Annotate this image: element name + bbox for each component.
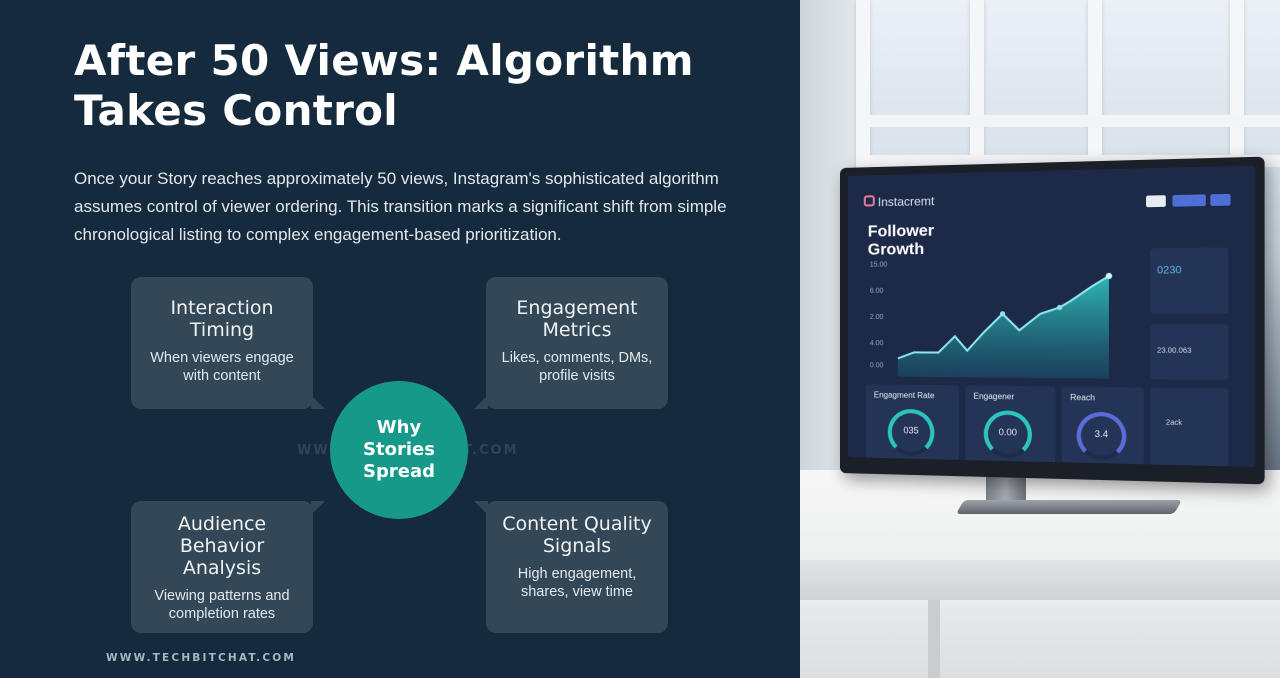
- window-frame: [870, 115, 1280, 127]
- card-title: Audience Behavior Analysis: [177, 513, 267, 579]
- card-title: Engagement Metrics: [516, 297, 638, 341]
- card-description: High engagement, shares, view time: [517, 566, 637, 600]
- y-tick: 2.00: [869, 313, 884, 322]
- metric-label: Engagener: [973, 391, 1015, 402]
- center-hub-label: Why Stories Spread: [363, 417, 435, 482]
- y-tick: 0.00: [869, 362, 884, 370]
- stat-value: 23.00.063: [1157, 347, 1192, 356]
- gauge-value: 035: [903, 425, 919, 436]
- y-tick: 15.00: [869, 261, 888, 269]
- card-pointer: [311, 395, 325, 409]
- gauge: 3.4: [1076, 411, 1127, 461]
- card-pointer: [474, 501, 488, 515]
- header-button: [1146, 195, 1166, 208]
- chart-area: [897, 275, 1109, 379]
- intro-line-3: chronological listing to complex engagem…: [74, 225, 562, 244]
- growth-chart: [894, 244, 1135, 379]
- stat-value: 0230: [1157, 264, 1182, 277]
- chart-point: [1056, 304, 1063, 311]
- intro-line-2: assumes control of viewer ordering. This…: [74, 197, 727, 216]
- card-description: Viewing patterns and completion rates: [154, 588, 290, 622]
- card-engagement-metrics: Engagement Metrics Likes, comments, DMs,…: [474, 277, 668, 409]
- intro-line-1: Once your Story reaches approximately 50…: [74, 169, 719, 188]
- y-tick: 4.00: [869, 340, 884, 348]
- page-title: After 50 Views: Algorithm Takes Control: [74, 36, 754, 136]
- gauge-value: 3.4: [1094, 428, 1109, 440]
- card-pointer: [474, 395, 488, 409]
- page-title-line-2: Takes Control: [74, 86, 399, 135]
- gauge-value: 0.00: [998, 426, 1017, 438]
- monitor-base: [955, 500, 1183, 514]
- card-content-quality: Content Quality Signals High engagement,…: [474, 501, 668, 633]
- metric-label: Reach: [1070, 392, 1096, 403]
- metric-card: Reach 3.4: [1061, 386, 1144, 466]
- card-title: Interaction Timing: [170, 297, 274, 341]
- chart-point: [1105, 272, 1113, 280]
- card-title: Content Quality Signals: [502, 513, 652, 557]
- card-description: When viewers engage with content: [150, 350, 294, 384]
- header-button: [1210, 193, 1231, 206]
- app-name: Instacremt: [877, 193, 935, 210]
- metric-card: Engagment Rate 035: [865, 384, 959, 461]
- card-description: Likes, comments, DMs, profile visits: [501, 350, 653, 384]
- y-tick: 6.00: [869, 287, 884, 295]
- metric-value: 2ack: [1165, 419, 1183, 428]
- gauge: 035: [887, 408, 935, 457]
- office-photo: Instacremt Follower Growth 15.00 6.00 2.…: [800, 0, 1280, 678]
- site-url: WWW.TECHBITCHAT.COM: [106, 652, 297, 664]
- monitor: Instacremt Follower Growth 15.00 6.00 2.…: [840, 156, 1265, 485]
- card-audience-behavior: Audience Behavior Analysis Viewing patte…: [131, 501, 325, 633]
- dashboard-screen: Instacremt Follower Growth 15.00 6.00 2.…: [847, 165, 1256, 467]
- metric-label: Engagment Rate: [873, 390, 935, 401]
- header-button: [1172, 194, 1206, 207]
- metric-card: 2ack: [1150, 387, 1229, 467]
- desk-edge: [800, 560, 1280, 600]
- camera-icon: [863, 195, 875, 207]
- metric-card: Engagener 0.00: [965, 385, 1056, 464]
- chart-point: [999, 311, 1006, 317]
- page-title-line-1: After 50 Views: Algorithm: [74, 36, 694, 85]
- desk-leg: [928, 600, 940, 678]
- content-panel: After 50 Views: Algorithm Takes Control …: [74, 36, 754, 664]
- gauge: 0.00: [983, 410, 1032, 459]
- card-interaction-timing: Interaction Timing When viewers engage w…: [131, 277, 325, 409]
- intro-paragraph: Once your Story reaches approximately 50…: [74, 165, 754, 249]
- stat-card: 23.00.063: [1150, 324, 1229, 380]
- card-pointer: [311, 501, 325, 515]
- stat-card: 0230: [1150, 247, 1229, 314]
- center-hub: Why Stories Spread: [330, 381, 468, 519]
